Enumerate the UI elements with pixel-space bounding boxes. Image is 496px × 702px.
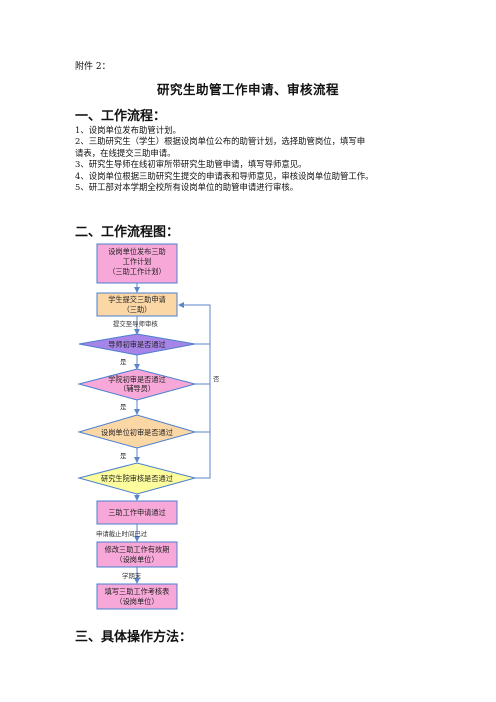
- node-unit-decision: [77, 414, 197, 449]
- section-heading-workflow: 一、工作流程：: [75, 109, 167, 124]
- node-passed-text: 三助工作申请通过: [108, 508, 166, 517]
- node-assess: [96, 583, 178, 610]
- section-heading-methods: 三、具体操作方法：: [75, 630, 193, 645]
- step-2: 2、三助研究生（学生）根据设岗单位公布的助管计划，选择助管岗位，填写申: [75, 136, 366, 147]
- node-modify-line2: （设岗单位）: [115, 555, 158, 564]
- step-4: 4、设岗单位根据三助研究生提交的申请表和导师意见，审核设岗单位助管工作。: [75, 170, 374, 181]
- node-college-line1: 学院初审是否通过: [108, 375, 166, 384]
- feedback-grad: [178, 302, 211, 479]
- node-passed: [96, 500, 178, 525]
- node-modify-line1: 修改三助工作有效期: [105, 545, 170, 554]
- edge-label-submit-to-tutor: 提交至导师审核: [113, 319, 158, 328]
- node-tutor-decision: [78, 333, 196, 356]
- feedback-tutor: [195, 305, 211, 345]
- edge-label-deadline: 申请截止时间已过: [96, 529, 148, 538]
- node-submit: [96, 292, 178, 317]
- node-assess-line1: 填写三助工作考核表: [105, 587, 170, 596]
- document-title: 研究生助管工作申请、审核流程: [156, 82, 339, 97]
- node-assess-line2: （设岗单位）: [115, 597, 158, 606]
- step-5: 5、研工部对本学期全校所有设岗单位的助管申请进行审核。: [75, 182, 299, 193]
- attachment-label: 附件 2：: [75, 62, 111, 72]
- node-publish-line3: （三助工作计划）: [108, 267, 166, 276]
- node-publish: [96, 243, 178, 284]
- edge-label-yes-1: 是: [120, 358, 127, 366]
- section-heading-flowchart: 二、工作流程图：: [75, 225, 180, 240]
- node-publish-line2: 工作计划: [123, 257, 152, 266]
- node-submit-line2: （三助）: [123, 305, 152, 314]
- edge-label-semester-end: 学期末: [122, 571, 142, 580]
- edge-label-no: 否: [213, 375, 220, 383]
- edge-label-yes-2: 是: [120, 403, 127, 411]
- node-college-line2: （辅导员）: [119, 384, 155, 393]
- node-grad-decision: [77, 462, 197, 495]
- node-modify: [96, 541, 178, 568]
- node-tutor-text: 导师初审是否通过: [108, 340, 166, 349]
- node-submit-line1: 学生提交三助申请: [108, 295, 166, 304]
- step-1: 1、设岗单位发布助管计划。: [75, 125, 181, 135]
- step-2-continued: 请表，在线提交三助申请。: [75, 147, 176, 158]
- node-grad-text: 研究生院审核是否通过: [101, 474, 173, 483]
- workflow-steps: 1、设岗单位发布助管计划。 2、三助研究生（学生）根据设岗单位公布的助管计划，选…: [75, 125, 425, 193]
- step-3: 3、研究生导师在线初审所带研究生助管申请，填写导师意见。: [75, 159, 307, 170]
- node-publish-line1: 设岗单位发布三助: [108, 247, 166, 256]
- node-college-decision: [77, 368, 197, 401]
- node-unit-text: 设岗单位初审是否通过: [101, 428, 173, 437]
- edge-label-yes-3: 是: [120, 452, 127, 460]
